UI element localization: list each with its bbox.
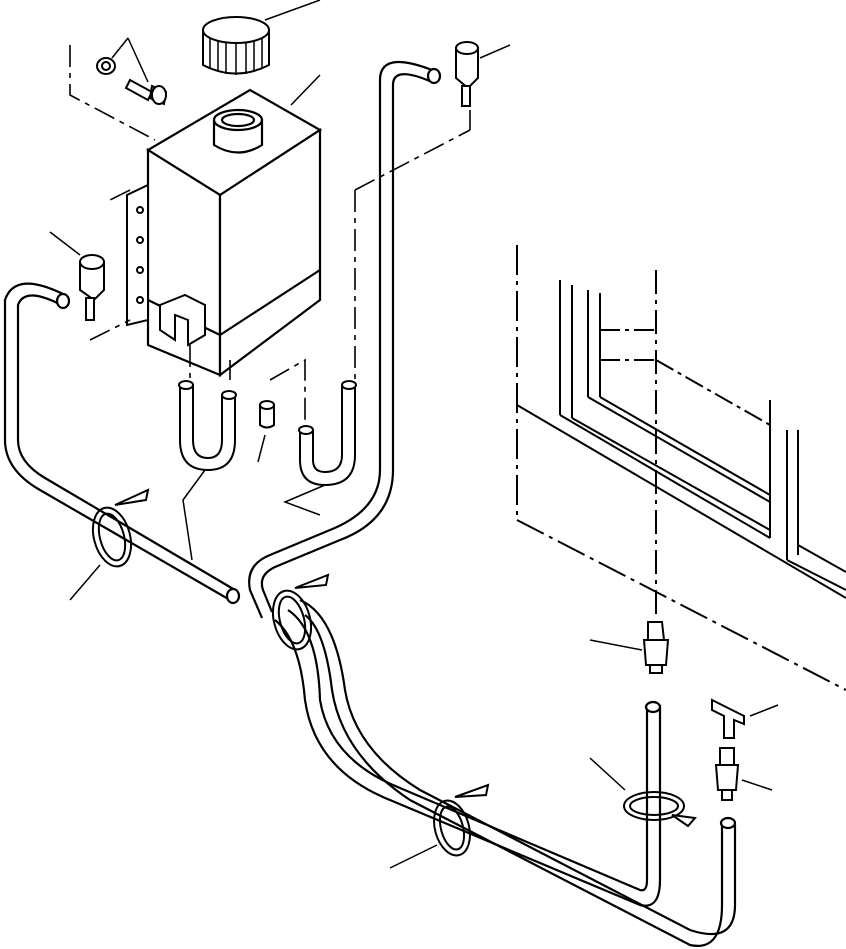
u-hose-left bbox=[178, 380, 237, 472]
hose-joint bbox=[257, 400, 275, 463]
tee-joint bbox=[711, 698, 779, 739]
pump-left bbox=[49, 231, 105, 321]
bolt-leader bbox=[111, 37, 149, 83]
hose-clamp-left bbox=[69, 488, 150, 601]
hose-clamp-lower bbox=[389, 783, 490, 869]
pump-top bbox=[455, 41, 511, 107]
nozzle bbox=[589, 621, 670, 674]
assembly-lines bbox=[69, 45, 471, 420]
hose-clamp-center bbox=[271, 573, 330, 651]
mounting-bolt bbox=[124, 78, 168, 106]
u-hose-leaders bbox=[182, 469, 326, 561]
hose-clamp-right bbox=[589, 757, 697, 828]
washer bbox=[96, 57, 116, 75]
main-hose bbox=[3, 60, 737, 947]
check-valve bbox=[714, 747, 773, 801]
mounting-bracket bbox=[126, 183, 206, 347]
filler-cap bbox=[202, 0, 321, 75]
cab-window-frame bbox=[516, 245, 846, 691]
